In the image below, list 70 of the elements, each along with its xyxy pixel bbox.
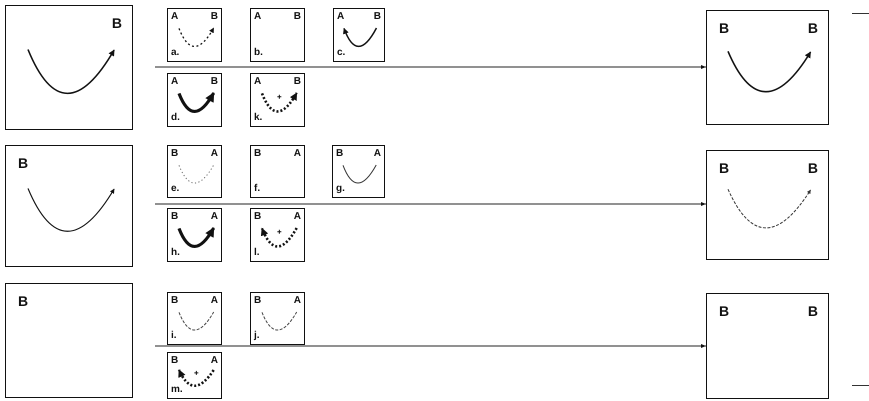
panel-letter: a. [171,48,180,58]
point-label: B [254,149,262,159]
panel-letter: e. [171,184,180,194]
panel-letter: m. [171,385,183,395]
panel-box [250,8,305,62]
panel-box [706,150,829,260]
panel-box [5,145,133,267]
panel-box [167,145,222,198]
point-label: A [210,149,218,159]
arrow [154,202,706,206]
panel-box [5,283,133,398]
point-label: B [336,149,344,159]
point-label: B [294,77,301,87]
panel-box [167,8,222,62]
panel-box [250,208,305,262]
point-label: A [210,356,218,366]
point-label: A [254,12,262,22]
point-label: A [294,212,301,222]
point-label: B [808,304,818,318]
panel-box [167,208,222,262]
point-label: B [254,212,262,222]
panel-box [706,293,829,399]
panel-letter: j. [254,331,260,341]
panel-box [5,5,133,130]
panel-letter: c. [337,48,346,58]
panel-letter: b. [254,48,263,58]
panel-box [250,145,305,198]
point-label: B [808,21,818,35]
point-label: B [210,12,218,22]
panel-box [250,292,305,345]
panel-box [250,73,305,127]
point-label: A [337,12,344,22]
point-label: B [18,294,28,308]
point-label: B [171,356,178,366]
point-label: B [254,296,262,306]
point-label: A [294,296,301,306]
panel-letter: f. [254,184,260,194]
panel-letter: l. [254,248,260,258]
point-label: B [18,156,28,170]
point-label: A [171,77,178,87]
point-label: B [294,12,301,22]
panel-box [332,145,385,198]
panel-letter: k. [254,113,262,123]
panel-box [333,8,385,62]
point-label: A [171,12,178,22]
panel-box [167,352,222,399]
panel-box [706,10,829,125]
point-label: A [374,149,381,159]
point-label: B [719,21,730,35]
point-label: B [719,161,730,175]
panel-box [167,73,222,127]
panel-box [167,292,222,345]
point-label: B [374,12,381,22]
point-label: B [171,212,178,222]
point-label: A [210,296,218,306]
panel-letter: i. [171,331,177,341]
arrow [154,65,706,69]
point-label: B [210,77,218,87]
panel-letter: h. [171,248,180,258]
point-label: B [171,296,178,306]
point-label: A [294,149,301,159]
point-label: B [808,161,818,175]
point-label: B [171,149,178,159]
point-label: A [254,77,262,87]
panel-letter: g. [336,184,345,194]
point-label: A [210,212,218,222]
point-label: B [719,304,730,318]
arrow [154,344,706,348]
panel-letter: d. [171,113,180,123]
point-label: B [112,16,122,30]
